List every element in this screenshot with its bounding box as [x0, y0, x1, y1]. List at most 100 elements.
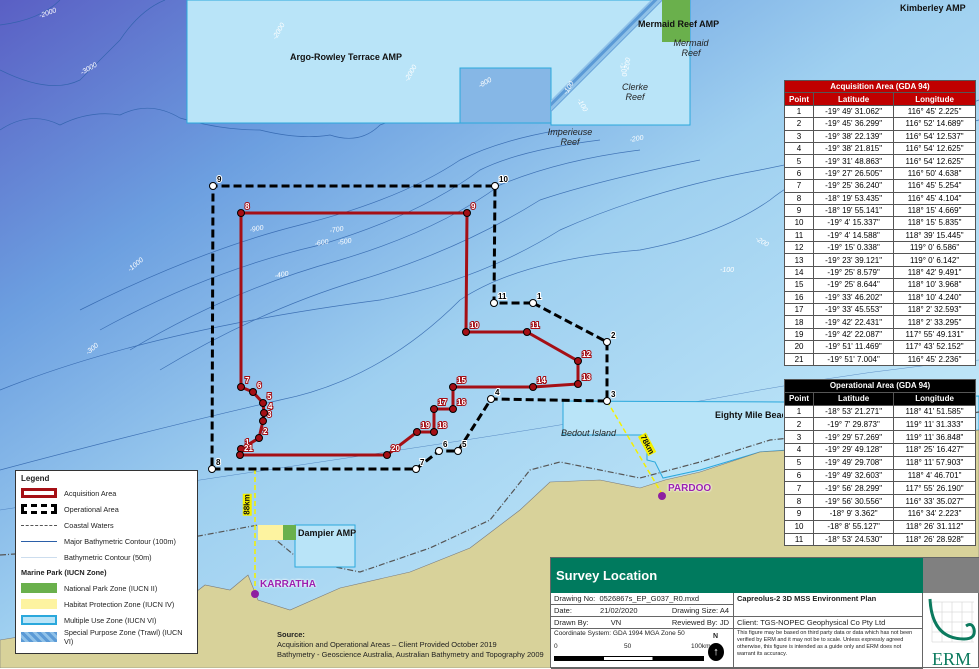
cell-latitude: -19° 31' 48.863" — [813, 154, 895, 168]
acquisition-point-marker[interactable] — [383, 451, 391, 459]
size-label: Drawing Size: — [671, 606, 719, 615]
cell-point: 17 — [783, 303, 815, 317]
acquisition-point-marker[interactable] — [463, 209, 471, 217]
operational-point-marker[interactable] — [491, 182, 499, 190]
karratha-marker[interactable] — [251, 590, 259, 598]
reviewed-by: JD — [719, 618, 729, 627]
acquisition-point-label: 2 — [263, 427, 268, 436]
label-imperieuse-reef: Imperieuse Reef — [547, 127, 593, 147]
cell-point: 2 — [783, 117, 815, 131]
cell-point: 5 — [783, 154, 815, 168]
operational-area-boundary[interactable] — [210, 184, 609, 471]
mermaid-reef-national-park[interactable] — [662, 0, 690, 42]
operational-point-label: 4 — [495, 388, 500, 397]
table-row: 6-19° 49' 32.603"118° 4' 46.701" — [783, 468, 976, 483]
contour-label: -900 — [249, 225, 264, 234]
acquisition-point-marker[interactable] — [574, 380, 582, 388]
table-row: 6-19° 27' 26.505"116° 50' 4.638" — [783, 166, 976, 181]
table-row: 2-19° 7' 29.873"119° 11' 31.333" — [783, 417, 976, 432]
acquisition-point-marker[interactable] — [237, 383, 245, 391]
contour-label: -200 — [629, 135, 644, 144]
acquisition-point-marker[interactable] — [529, 383, 537, 391]
cell-longitude: 118° 10' 4.240" — [893, 290, 976, 305]
contour-label: -100 — [618, 62, 627, 77]
acquisition-point-marker[interactable] — [260, 409, 268, 417]
acquisition-point-label: 20 — [391, 444, 400, 453]
acquisition-point-marker[interactable] — [259, 399, 267, 407]
cell-longitude: 116° 45' 4.104" — [893, 191, 976, 205]
cell-longitude: 118° 15' 4.669" — [893, 203, 976, 218]
drawn-by: VN — [610, 618, 622, 627]
contour-swatch — [21, 557, 57, 559]
dampier-habitat-zone[interactable] — [258, 525, 283, 540]
cell-longitude: 117° 55' 49.131" — [893, 327, 976, 342]
operational-point-marker[interactable] — [603, 338, 611, 346]
cell-longitude: 118° 15' 5.835" — [893, 216, 976, 230]
acquisition-area-boundary[interactable] — [238, 211, 580, 457]
dampier-national-park-zone[interactable] — [283, 525, 296, 540]
major-contour-swatch — [21, 541, 57, 543]
cell-longitude: 118° 4' 46.701" — [893, 468, 976, 483]
acquisition-point-marker[interactable] — [430, 405, 438, 413]
legend-item-multiple-use: Multiple Use Zone (IUCN VI) — [21, 612, 192, 628]
table-row: 15-19° 25' 8.644"118° 10' 3.968" — [783, 278, 976, 292]
cell-latitude: -18° 53' 24.530" — [813, 532, 895, 547]
acquisition-point-marker[interactable] — [259, 417, 267, 425]
legend-label: Bathymetric Contour (50m) — [64, 553, 152, 563]
contour-label: -200 — [623, 57, 632, 72]
acquisition-point-label: 16 — [457, 398, 466, 407]
acquisition-point-marker[interactable] — [449, 405, 457, 413]
acquisition-point-marker[interactable] — [523, 328, 531, 336]
acquisition-point-marker[interactable] — [236, 451, 244, 459]
scale-tick: 0 — [554, 643, 558, 650]
cell-longitude: 116° 54' 12.537" — [893, 129, 976, 143]
operational-point-label: 3 — [611, 390, 616, 399]
operational-point-marker[interactable] — [435, 447, 443, 455]
operational-point-marker[interactable] — [603, 397, 611, 405]
acquisition-point-marker[interactable] — [574, 357, 582, 365]
marine-park-title: Marine Park (IUCN Zone) — [21, 567, 107, 577]
legend-item-major-contour: Major Bathymetric Contour (100m) — [21, 534, 192, 550]
acquisition-point-marker[interactable] — [462, 328, 470, 336]
acquisition-point-label: 3 — [267, 410, 272, 419]
acquisition-point-marker[interactable] — [413, 428, 421, 436]
operational-point-marker[interactable] — [412, 465, 420, 473]
cell-latitude: -19° 25' 36.240" — [813, 179, 895, 193]
cell-longitude: 119° 0' 6.142" — [893, 253, 976, 267]
legend-label: Coastal Waters — [64, 520, 114, 530]
operational-swatch — [21, 504, 57, 515]
table-row: 19-19° 42' 22.087"117° 55' 49.131" — [783, 327, 976, 342]
operational-point-marker[interactable] — [209, 182, 217, 190]
acquisition-point-marker[interactable] — [237, 209, 245, 217]
operational-point-marker[interactable] — [454, 447, 462, 455]
operational-point-marker[interactable] — [208, 465, 216, 473]
argo-rowley-terrace-amp[interactable] — [186, 0, 691, 126]
acquisition-point-marker[interactable] — [430, 428, 438, 436]
cell-point: 4 — [783, 442, 815, 457]
pardoo-marker[interactable] — [658, 492, 666, 500]
special-purpose-zone-trawl[interactable] — [551, 0, 663, 112]
cell-longitude: 119° 11' 31.333" — [893, 417, 976, 432]
operational-point-marker[interactable] — [487, 395, 495, 403]
dampier-amp[interactable] — [294, 524, 356, 568]
operational-point-marker[interactable] — [529, 299, 537, 307]
acquisition-point-marker[interactable] — [449, 383, 457, 391]
acquisition-point-marker[interactable] — [249, 388, 257, 396]
acquisition-point-marker[interactable] — [255, 434, 263, 442]
operational-point-marker[interactable] — [490, 299, 498, 307]
erm-logo-text: ERM — [931, 649, 971, 669]
acquisition-point-label: 7 — [245, 376, 250, 385]
cell-latitude: -19° 42' 22.431" — [813, 315, 895, 329]
cell-latitude: -18° 53' 21.271" — [813, 404, 895, 419]
coordinate-system: Coordinate System: GDA 1994 MGA Zone 50 — [554, 630, 685, 637]
cell-longitude: 117° 55' 26.190" — [893, 481, 976, 496]
table-row: 9-18° 19' 55.141"118° 15' 4.669" — [783, 203, 976, 218]
source-title: Source: — [277, 630, 305, 639]
cell-latitude: -19° 27' 26.505" — [813, 166, 895, 181]
table-row: 3-19° 29' 57.269"119° 11' 36.848" — [783, 430, 976, 444]
multiple-use-swatch — [21, 615, 57, 626]
label-karratha: KARRATHA — [260, 579, 316, 590]
client: Client: TGS-NOPEC Geophysical Co Pty Ltd — [734, 617, 923, 629]
cell-latitude: -18° 19' 53.435" — [813, 191, 895, 205]
